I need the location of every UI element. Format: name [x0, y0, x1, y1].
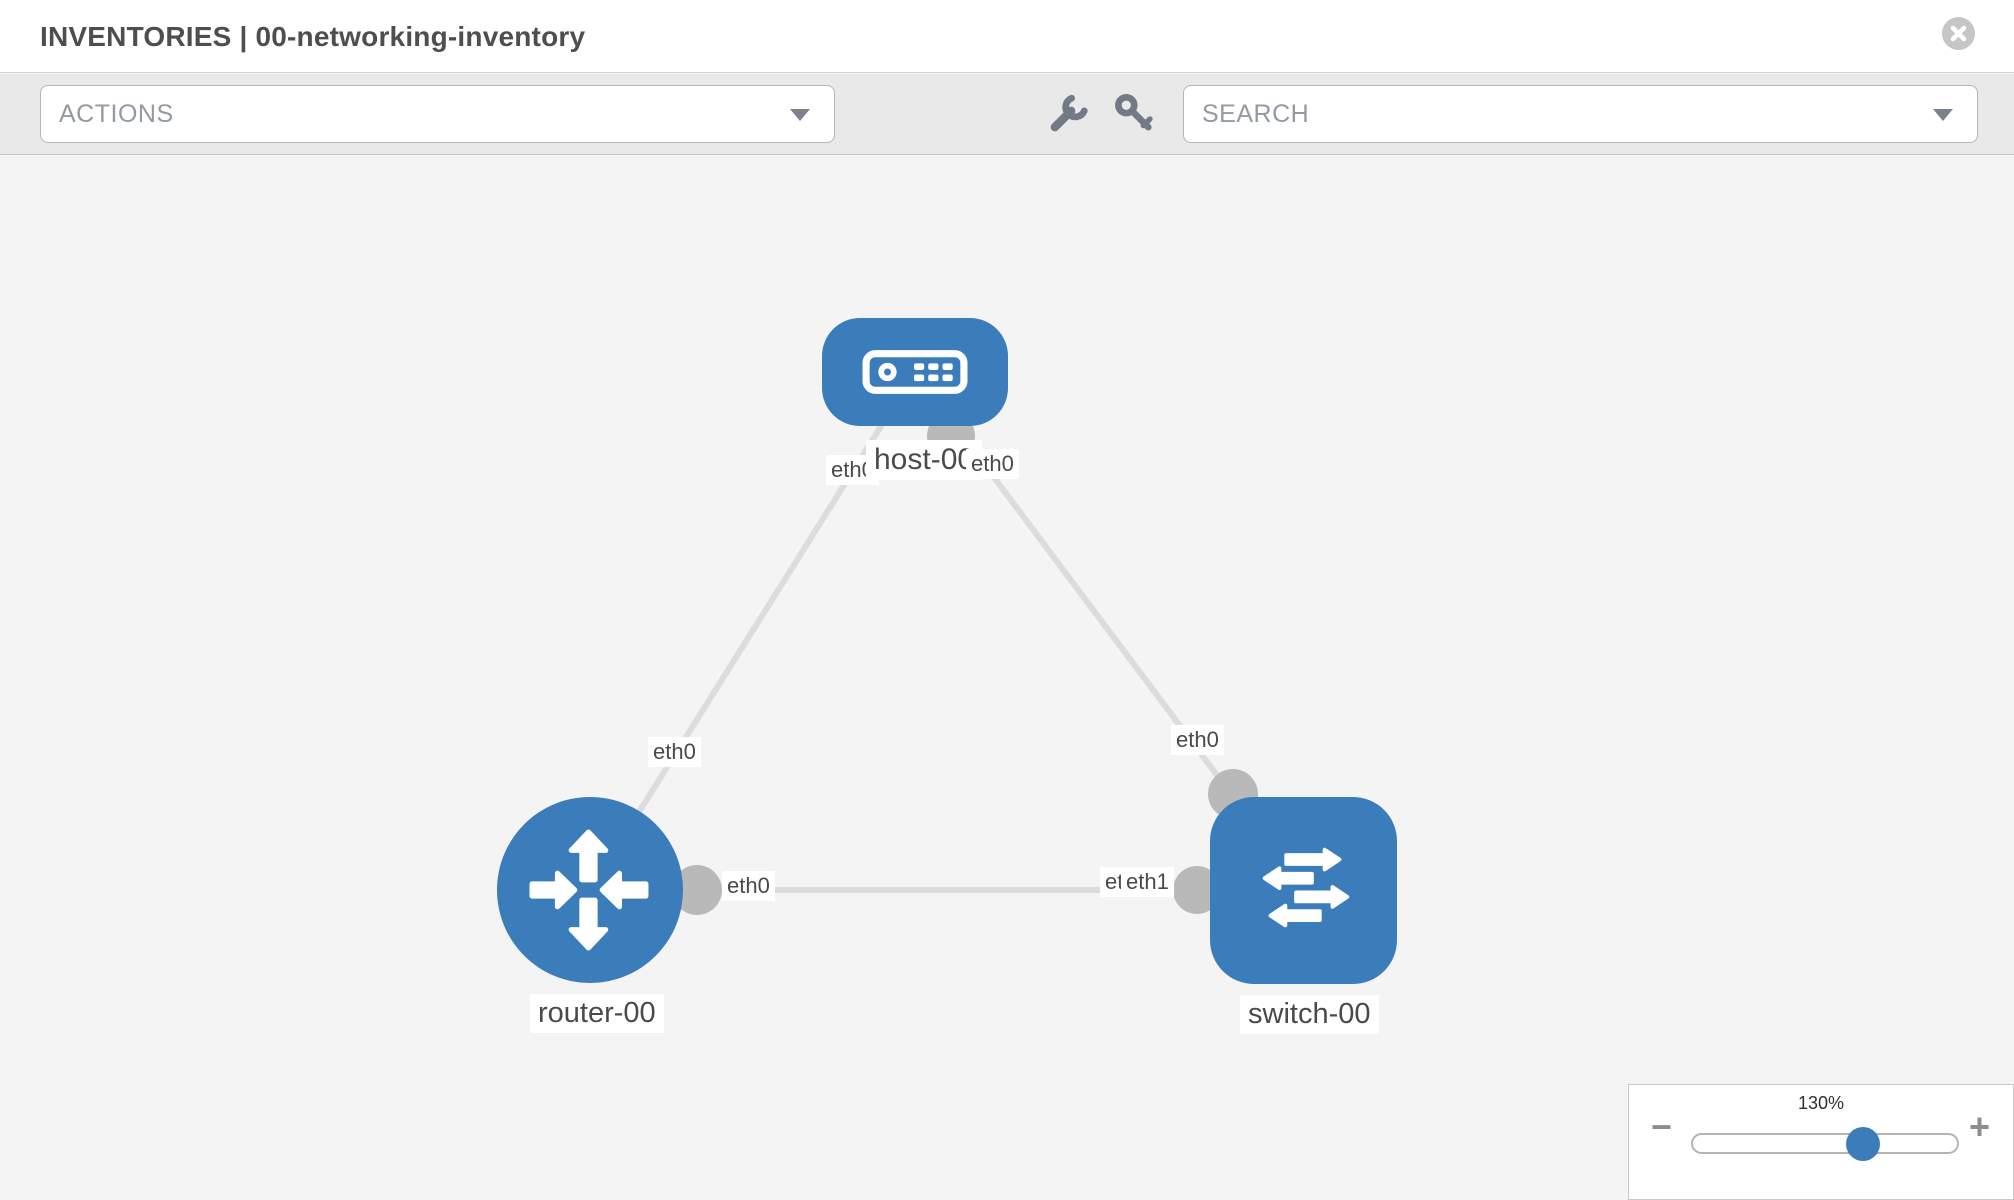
interface-dot-router-eth0 — [672, 865, 722, 915]
actions-dropdown-label: ACTIONS — [59, 100, 174, 128]
zoom-value: 130% — [1797, 1093, 1845, 1113]
zoom-panel: 130% − + — [1628, 1084, 2014, 1200]
chevron-down-icon — [1933, 109, 1953, 121]
node-label-host-00: host-00 — [866, 440, 983, 480]
switch-icon — [1262, 847, 1349, 927]
node-router-00[interactable] — [497, 797, 683, 983]
interface-label: eth1 — [1121, 867, 1174, 897]
header-bar: INVENTORIES | 00-networking-inventory — [0, 0, 2014, 73]
zoom-slider-track[interactable] — [1691, 1133, 1959, 1154]
topology-canvas[interactable]: eth0 host-00 eth0 router-00 switch-00 et… — [0, 156, 2014, 1200]
toolbar: ACTIONS SEARCH — [0, 74, 2014, 155]
key-icon — [1115, 93, 1153, 131]
router-icon — [529, 829, 649, 951]
zoom-in-button[interactable]: + — [1969, 1106, 1991, 1147]
wrench-icon — [1050, 94, 1088, 132]
links-layer — [587, 370, 1306, 915]
node-host-00[interactable] — [822, 318, 1008, 426]
zoom-out-button[interactable]: − — [1651, 1106, 1673, 1147]
interface-label: eth0 — [648, 737, 701, 767]
interface-dot-switch-eth1 — [1173, 866, 1221, 914]
search-dropdown[interactable]: SEARCH — [1183, 85, 1978, 143]
close-button[interactable] — [1942, 17, 1975, 50]
actions-dropdown[interactable]: ACTIONS — [40, 85, 835, 143]
page-title: INVENTORIES | 00-networking-inventory — [40, 21, 586, 52]
node-label-switch-00: switch-00 — [1240, 995, 1379, 1034]
key-button[interactable] — [1112, 90, 1156, 138]
interface-label-overlapped: eth0 — [1100, 867, 1123, 897]
close-icon — [1950, 25, 1967, 42]
zoom-slider-thumb[interactable] — [1846, 1127, 1880, 1161]
interface-label: eth0 — [966, 449, 1019, 479]
interface-label: eth0 — [722, 871, 775, 901]
node-switch-00[interactable] — [1210, 797, 1397, 984]
node-label-router-00: router-00 — [530, 994, 664, 1033]
interface-label: eth0 — [1171, 725, 1224, 755]
tools-button[interactable] — [1046, 90, 1090, 138]
host-icon — [862, 350, 968, 394]
chevron-down-icon — [790, 109, 810, 121]
search-dropdown-label: SEARCH — [1202, 100, 1310, 128]
